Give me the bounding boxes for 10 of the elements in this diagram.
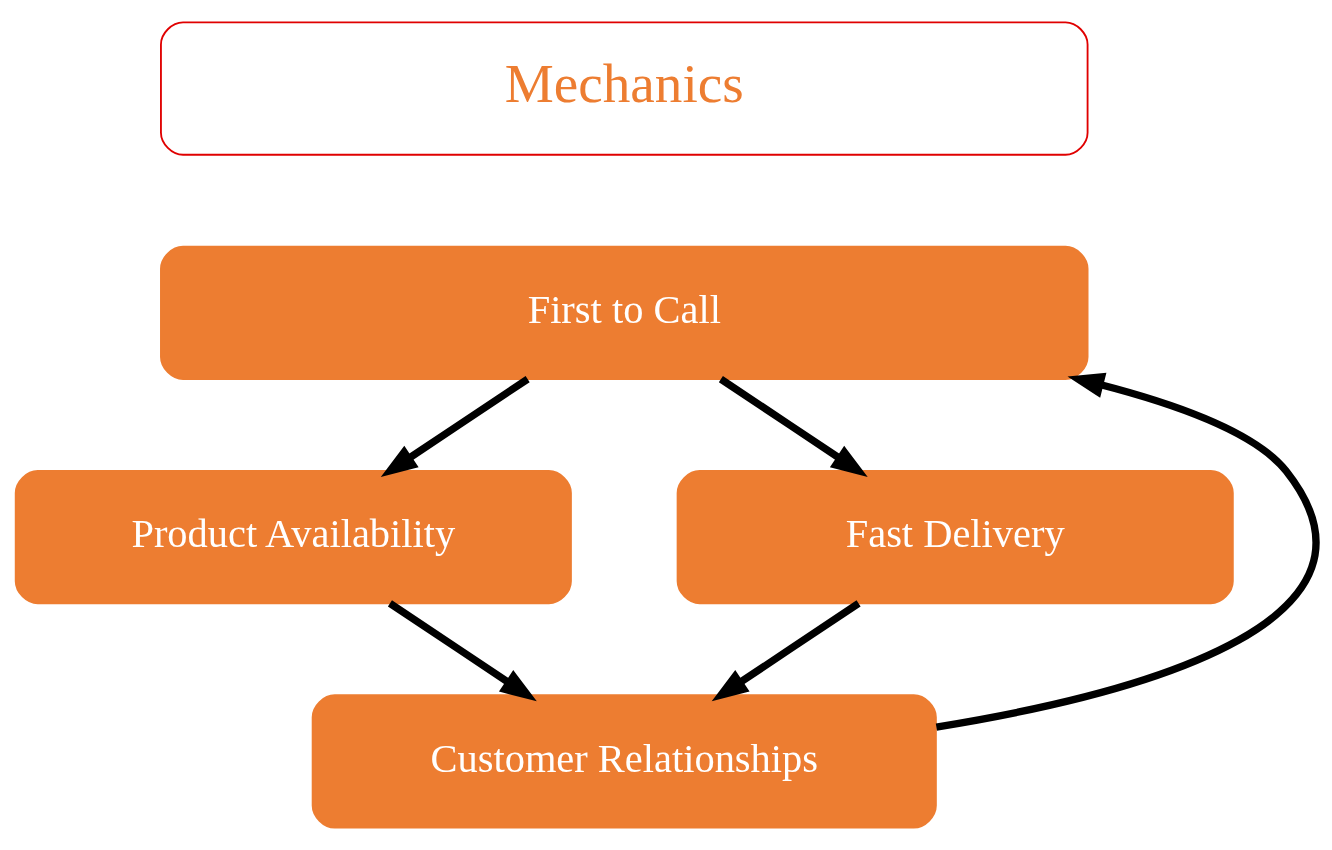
- arrow: [718, 376, 868, 477]
- arrow: [935, 372, 1320, 731]
- node-box: Fast Delivery: [676, 470, 1234, 605]
- arrow: [387, 600, 537, 702]
- node-box: Mechanics: [160, 21, 1089, 156]
- node-box: First to Call: [160, 245, 1089, 380]
- arrow: [380, 376, 530, 477]
- node-box: Product Availability: [14, 470, 572, 605]
- arrow: [711, 600, 861, 702]
- node-box: Customer Relationships: [311, 694, 937, 829]
